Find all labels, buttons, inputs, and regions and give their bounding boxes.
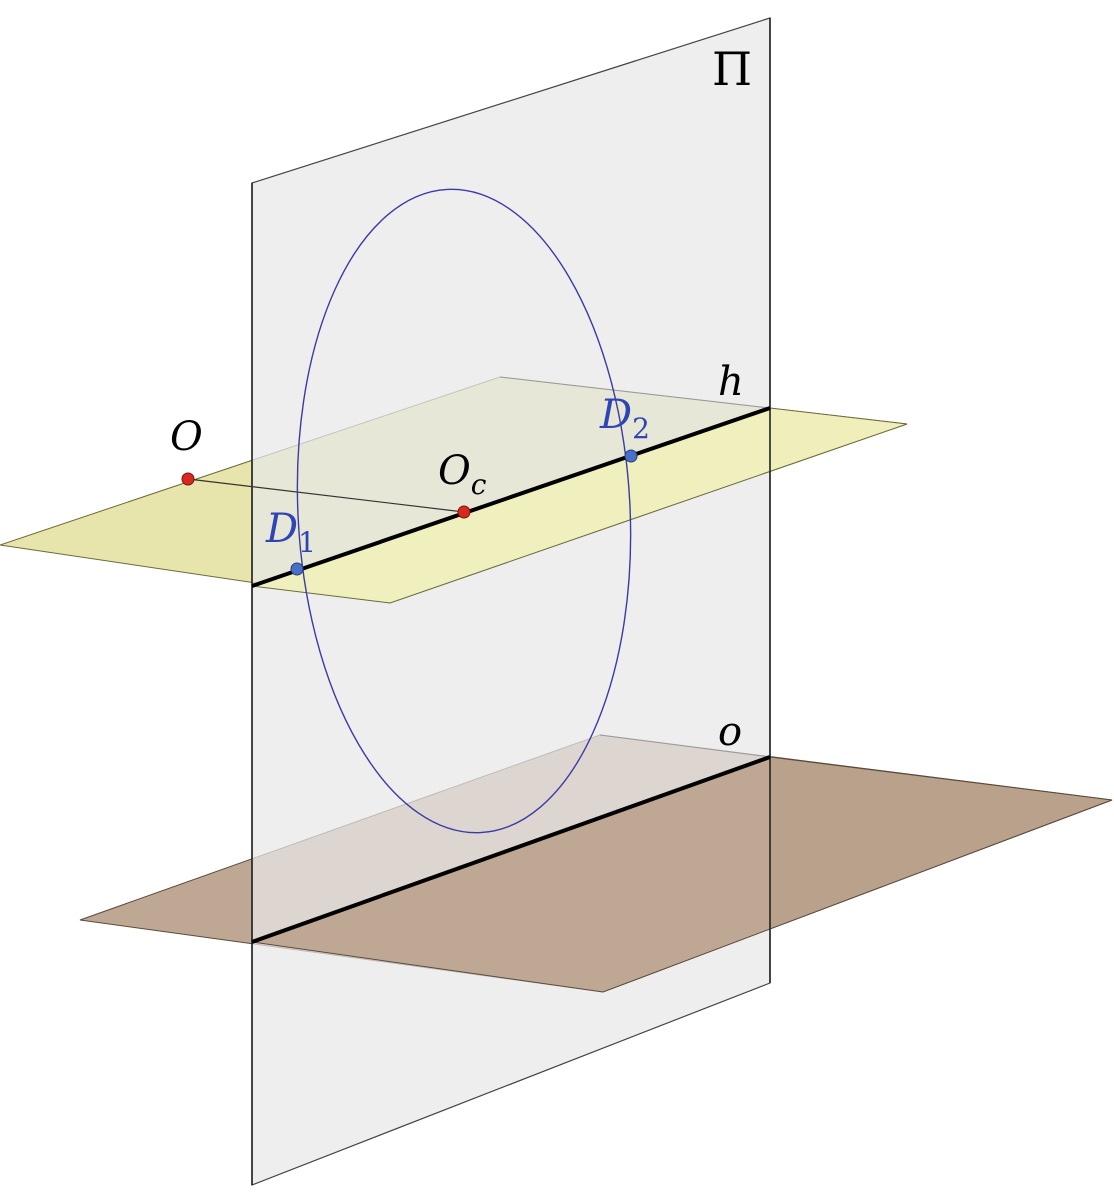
label-pi: Π [712, 42, 752, 96]
plane-pi [251, 17, 771, 1186]
point-d2 [624, 449, 638, 463]
label-o-line: o [718, 709, 742, 755]
point-o [181, 472, 195, 486]
label-point-o: O [170, 414, 203, 460]
point-oc [457, 505, 471, 519]
label-point-d1: D1 [265, 506, 316, 559]
segment-o-oc [187, 478, 465, 513]
label-point-d2-sub: 2 [632, 412, 650, 445]
label-point-oc-sub: c [471, 468, 487, 501]
line-o [251, 755, 771, 944]
plane-h-back-edge [499, 376, 771, 409]
label-point-d1-base: D [265, 506, 298, 552]
label-h: h [718, 359, 744, 405]
label-point-d1-sub: 1 [298, 526, 316, 559]
label-point-oc: Oc [438, 448, 487, 501]
label-point-oc-base: O [438, 448, 471, 494]
label-point-d2-base: D [599, 392, 632, 438]
line-h [251, 406, 771, 588]
plane-o-back-edge [599, 734, 771, 758]
label-point-d2: D2 [599, 392, 650, 445]
circle [296, 188, 632, 834]
point-d1 [290, 562, 304, 576]
